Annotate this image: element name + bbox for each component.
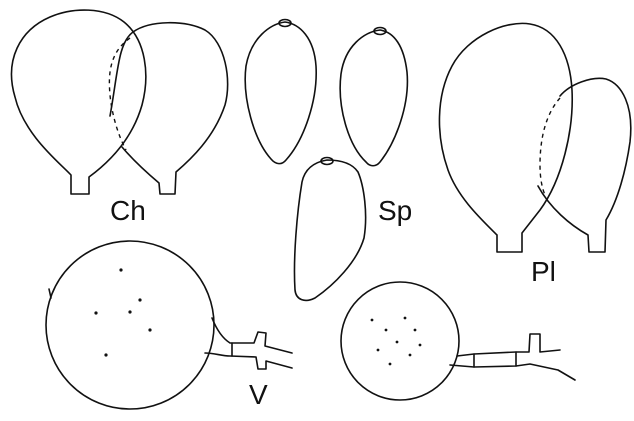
v-vesicle-edge-mark bbox=[49, 289, 51, 298]
pl-group bbox=[439, 23, 630, 252]
small-granule bbox=[396, 341, 399, 344]
small-stalk-lower bbox=[450, 364, 575, 380]
small-granule bbox=[414, 329, 417, 332]
v-granule bbox=[94, 311, 97, 314]
v-stalk-lower bbox=[205, 353, 292, 369]
sp-group bbox=[245, 20, 407, 301]
sp-sporangium-3 bbox=[294, 160, 365, 300]
small-granule bbox=[377, 349, 380, 352]
v-granule bbox=[104, 353, 107, 356]
small-granule bbox=[419, 344, 422, 347]
v-granule bbox=[148, 328, 151, 331]
v-granule bbox=[119, 268, 122, 271]
small-granule bbox=[389, 363, 392, 366]
label-ch: Ch bbox=[110, 197, 146, 225]
v-granule bbox=[128, 310, 131, 313]
v-granule bbox=[138, 298, 141, 301]
small-granule bbox=[385, 329, 388, 332]
label-sp: Sp bbox=[378, 197, 412, 225]
small-vesicle bbox=[341, 282, 459, 400]
sp-sporangium-2 bbox=[340, 30, 407, 166]
ch-group bbox=[12, 10, 228, 194]
v-vesicle-large bbox=[46, 241, 214, 409]
small-granule bbox=[409, 354, 412, 357]
ch-sporangium-left bbox=[12, 10, 146, 194]
small-vesicle-group bbox=[341, 282, 575, 400]
label-v: V bbox=[249, 381, 268, 409]
pl-sporangium-right bbox=[538, 78, 631, 252]
sp-sporangium-1 bbox=[245, 22, 316, 164]
pl-sporangium-left bbox=[439, 23, 572, 252]
small-granule bbox=[371, 319, 374, 322]
label-pl: Pl bbox=[531, 258, 556, 286]
v-stalk-upper bbox=[212, 318, 292, 353]
small-granule bbox=[404, 317, 407, 320]
small-stalk-upper bbox=[457, 334, 560, 356]
ch-sporangium-right bbox=[110, 23, 228, 194]
